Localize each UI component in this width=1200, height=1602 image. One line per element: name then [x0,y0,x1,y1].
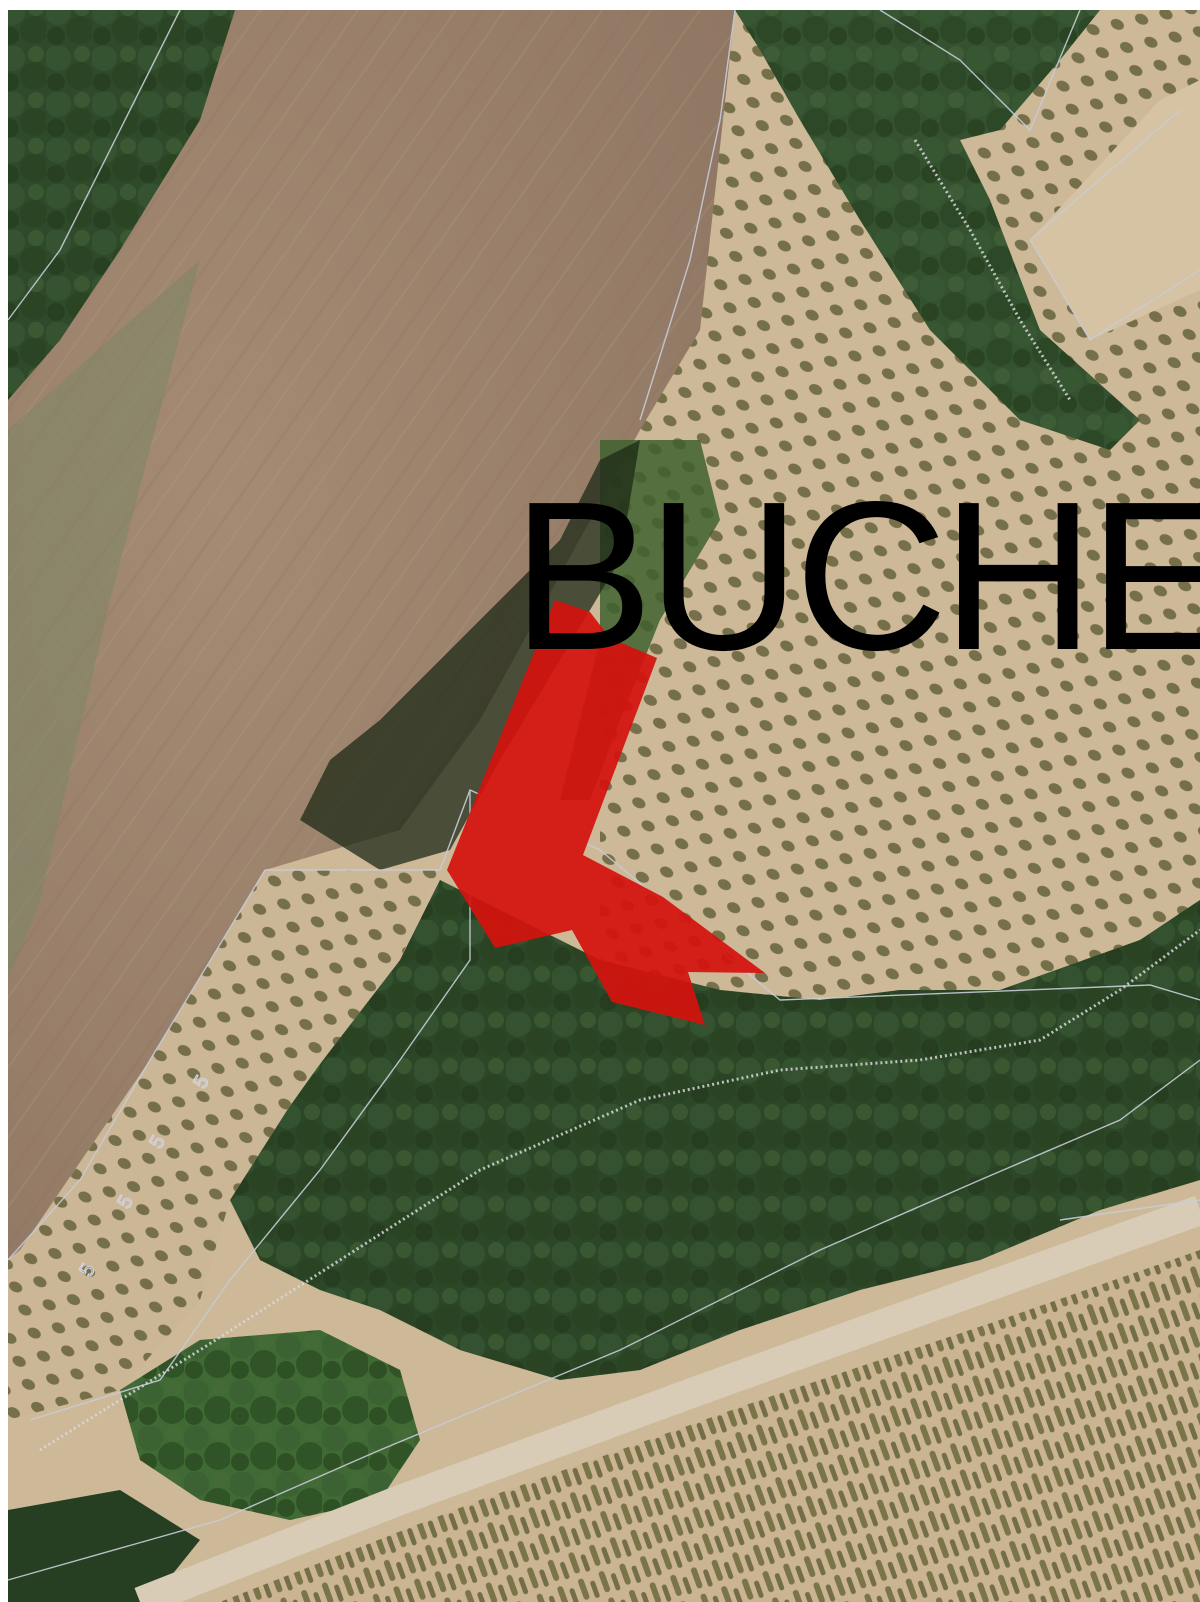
track-lines [39,139,1200,1452]
highlighted-parcel[interactable] [447,600,765,1025]
cadastral-lines [7,9,1200,1581]
dirt-road [134,1195,1200,1602]
